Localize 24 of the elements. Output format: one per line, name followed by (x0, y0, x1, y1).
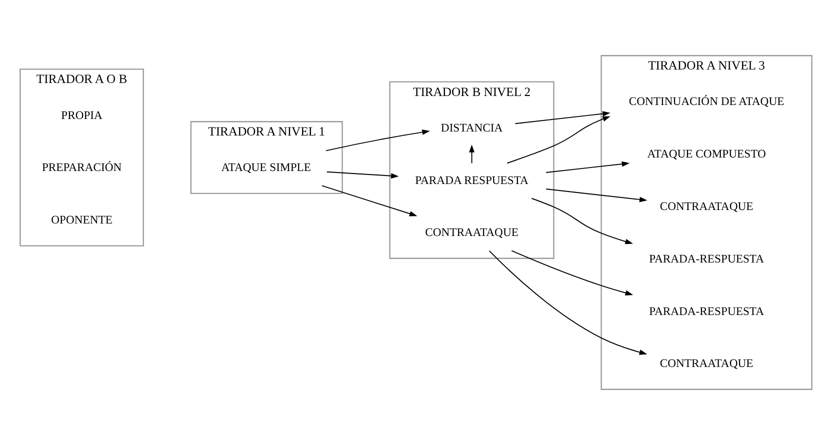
arrow (506, 116, 610, 164)
arrow (326, 171, 399, 179)
arrow (326, 130, 430, 152)
node-text: PREPARACIÓN (42, 161, 122, 174)
arrow (511, 250, 634, 296)
node-text: PARADA RESPUESTA (415, 174, 528, 187)
node-text: ATAQUE SIMPLE (221, 161, 312, 174)
arrow (546, 161, 630, 174)
arrow (321, 185, 418, 216)
node-text: PARADA-RESPUESTA (649, 252, 764, 266)
arrow (488, 250, 648, 355)
node-text: CONTRAATAQUE (425, 226, 518, 240)
arrow (531, 198, 634, 244)
node-text: OPONENTE (51, 214, 112, 227)
node-text: CONTRAATAQUE (660, 357, 754, 370)
node-text: DISTANCIA (440, 121, 503, 134)
node-text: ATAQUE COMPUESTO (647, 148, 766, 161)
node-text: PROPIA (61, 108, 102, 122)
arrow (546, 188, 648, 202)
node-text: PARADA-RESPUESTA (649, 304, 764, 318)
node-text: CONTINUACIÓN DE ATAQUE (628, 95, 784, 108)
arrow (469, 144, 474, 164)
node-text: CONTRAATAQUE (660, 200, 754, 213)
arrow (514, 111, 610, 124)
